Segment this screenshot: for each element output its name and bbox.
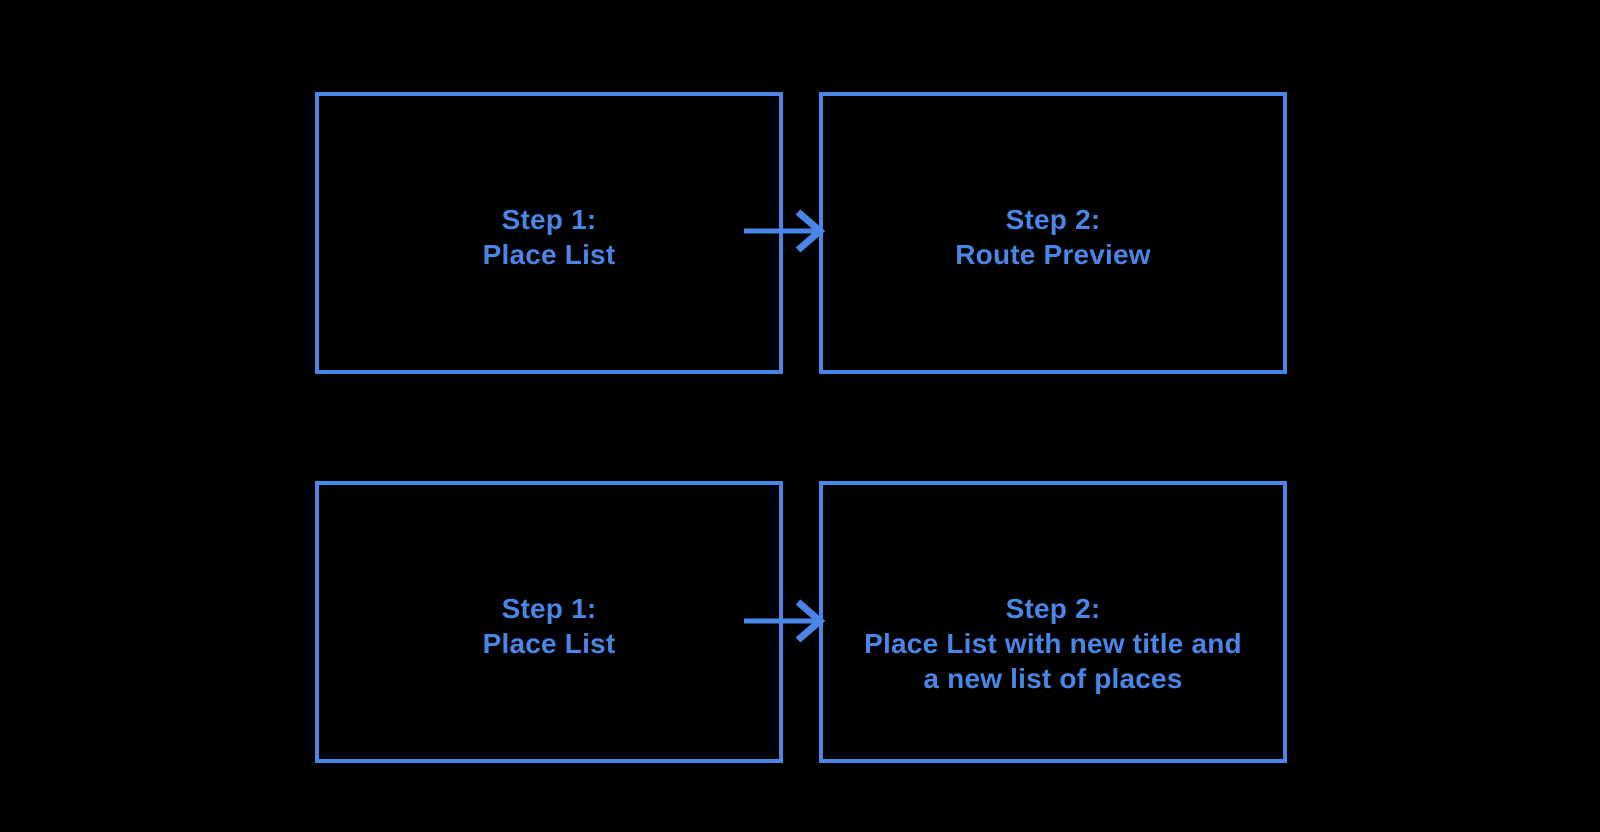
box-row1-step2: Step 2: Route Preview xyxy=(819,92,1287,374)
arrow-head xyxy=(795,209,826,253)
box-row1-step2-label: Step 2: Route Preview xyxy=(955,204,1151,270)
box-row2-step2: Step 2: Place List with new title and a … xyxy=(819,481,1287,763)
box-row2-step1-label: Step 1: Place List xyxy=(482,593,616,659)
box-row1-step1: Step 1: Place List xyxy=(315,92,783,374)
box-row2-step1: Step 1: Place List xyxy=(315,481,783,763)
box-row1-step1-label: Step 1: Place List xyxy=(482,204,616,270)
arrow-head xyxy=(795,599,826,643)
box-row2-step2-label: Step 2: Place List with new title and a … xyxy=(864,593,1242,694)
